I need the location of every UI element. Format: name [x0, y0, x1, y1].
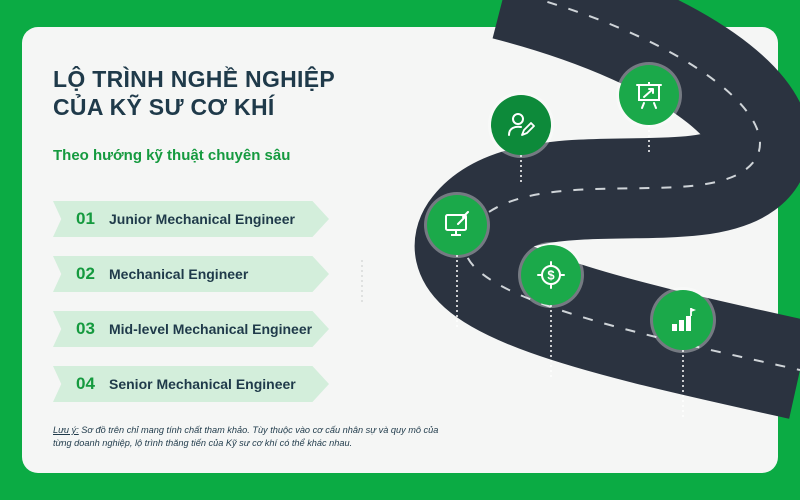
subtitle: Theo hướng kỹ thuật chuyên sâu	[53, 147, 291, 164]
step-1: 01 Junior Mechanical Engineer	[53, 201, 329, 237]
step-number: 02	[76, 264, 95, 283]
step-bg	[53, 201, 329, 237]
step-3: 03 Mid-level Mechanical Engineer	[53, 311, 329, 347]
presentation-growth-icon	[636, 82, 662, 109]
step-label: Mid-level Mechanical Engineer	[109, 321, 313, 337]
note-text: Sơ đồ trên chỉ mang tính chất tham khảo.…	[53, 425, 439, 448]
milestone-4: $	[521, 245, 581, 305]
road	[415, 0, 800, 419]
milestone-5	[653, 290, 713, 350]
dollar-target-icon: $	[537, 261, 565, 289]
computer-design-icon	[445, 211, 469, 236]
step-bg	[53, 366, 329, 402]
step-2: 02 Mechanical Engineer	[53, 256, 329, 292]
step-bg	[53, 256, 329, 292]
title-line-2: CỦA KỸ SƯ CƠ KHÍ	[53, 94, 275, 120]
user-edit-icon	[508, 113, 535, 136]
step-label: Senior Mechanical Engineer	[109, 376, 296, 392]
page-title: LỘ TRÌNH NGHỀ NGHIỆP CỦA KỸ SƯ CƠ KHÍ	[53, 65, 335, 121]
milestone-1	[427, 195, 487, 255]
step-number: 04	[76, 374, 95, 393]
note-label: Lưu ý:	[53, 425, 79, 435]
step-bg	[53, 311, 329, 347]
step-number: 01	[76, 209, 95, 228]
step-4: 04 Senior Mechanical Engineer	[53, 366, 329, 402]
milestone-2	[491, 95, 551, 155]
step-number: 03	[76, 319, 95, 338]
milestone-3	[619, 65, 679, 125]
disclaimer-note: Lưu ý: Sơ đồ trên chỉ mang tính chất tha…	[53, 424, 453, 450]
title-line-1: LỘ TRÌNH NGHỀ NGHIỆP	[53, 66, 336, 92]
svg-text:$: $	[547, 268, 555, 283]
road-center-line	[463, 0, 800, 371]
step-label: Junior Mechanical Engineer	[109, 211, 295, 227]
growth-flag-icon	[672, 308, 696, 331]
step-label: Mechanical Engineer	[109, 266, 249, 282]
